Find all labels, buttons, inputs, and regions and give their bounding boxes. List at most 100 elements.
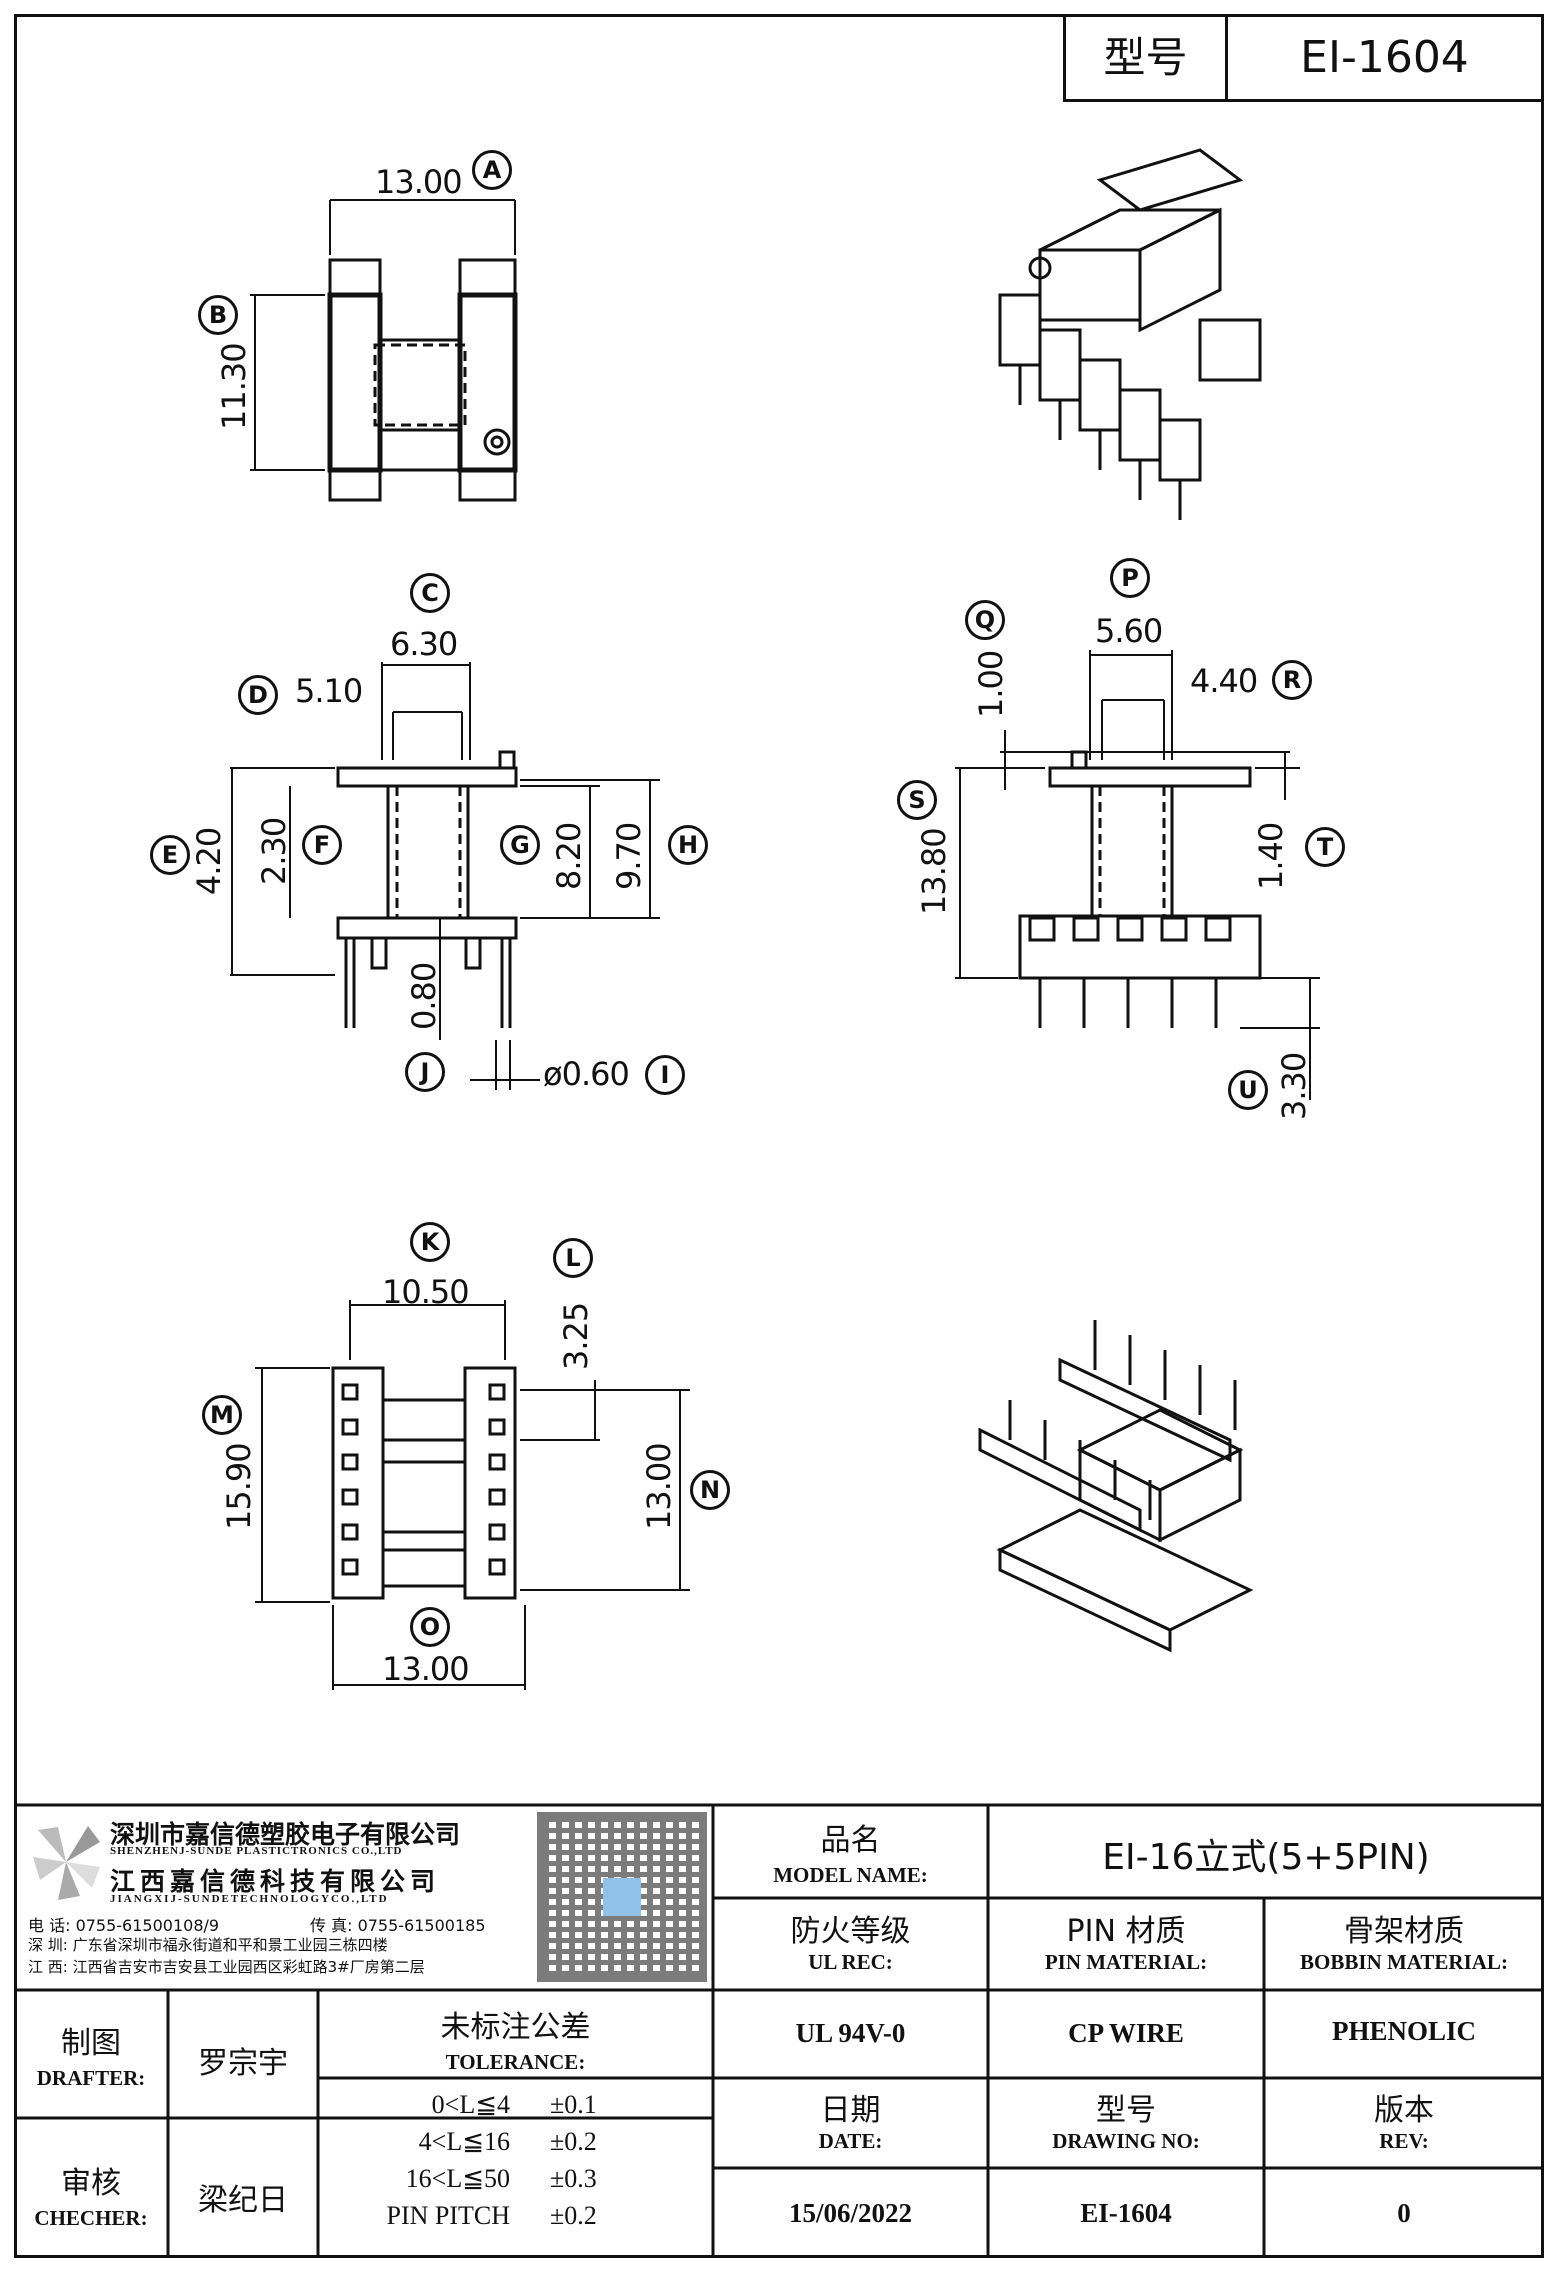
ul-zh: 防火等级 <box>790 1914 911 1949</box>
qr-center-mark <box>603 1878 641 1916</box>
dim-u: 3.30 <box>1275 1052 1313 1120</box>
bobbin-material-en: BOBBIN MATERIAL: <box>1300 1950 1508 1974</box>
dim-f: 2.30 <box>255 817 293 885</box>
drawing-no-value: EI-1604 <box>1080 2198 1172 2228</box>
bobbin-material-label: 骨架材质 BOBBIN MATERIAL: <box>1264 1906 1544 1975</box>
tolerance-table: 0<L≦4 ±0.1 4<L≦16 ±0.2 16<L≦50 ±0.3 PIN … <box>330 2090 700 2238</box>
dim-m: 15.90 <box>220 1443 258 1530</box>
dim-g: 8.20 <box>550 822 588 890</box>
isometric-view-bottom <box>978 1320 1254 1653</box>
tolerance-value: ±0.2 <box>550 2201 597 2230</box>
company-logo <box>28 1822 103 1902</box>
drawing-no-en: DRAWING NO: <box>1052 2129 1200 2153</box>
dim-letter-f: F <box>302 825 342 865</box>
dim-r: 4.40 <box>1190 662 1258 700</box>
dim-letter-c: C <box>410 573 450 613</box>
bottom-view <box>255 1300 690 1690</box>
ul-value: UL 94V-0 <box>795 2018 906 2048</box>
pin-material-en: PIN MATERIAL: <box>1044 1950 1208 1974</box>
dim-letter-n: N <box>690 1470 730 1510</box>
dim-b: 11.30 <box>215 343 253 430</box>
date-zh: 日期 <box>820 2093 881 2128</box>
dim-letter-o: O <box>410 1607 450 1647</box>
ul-en: UL REC: <box>808 1950 893 1974</box>
tolerance-zh: 未标注公差 <box>440 2010 591 2045</box>
dim-letter-a: A <box>472 150 512 190</box>
drawing-no-zh: 型号 <box>1096 2093 1156 2128</box>
dim-j-value: 0.80 <box>405 962 443 1030</box>
isometric-view-top <box>998 148 1262 520</box>
dim-q: 1.00 <box>972 650 1010 718</box>
tolerance-en: TOLERANCE: <box>445 2050 586 2074</box>
tolerance-value: ±0.3 <box>550 2164 597 2193</box>
date-en: DATE: <box>818 2129 883 2153</box>
drawing-no-label: 型号 DRAWING NO: <box>988 2085 1264 2154</box>
dim-letter-g: G <box>500 825 540 865</box>
dim-k: 10.50 <box>382 1273 470 1311</box>
dim-letter-s: S <box>897 780 937 820</box>
company-name-sz-en: SHENZHENJ-SUNDE PLASTICTRONICS CO.,LTD <box>110 1845 403 1857</box>
rev-value: 0 <box>1397 2198 1411 2228</box>
dim-letter-e: E <box>150 835 190 875</box>
company-addr-jx: 江 西: 江西省吉安市吉安县工业园西区彩虹路3#厂房第二层 <box>28 1958 425 1976</box>
dim-letter-k: K <box>410 1222 450 1262</box>
dim-l: 3.25 <box>557 1302 595 1370</box>
header-model-value-cell: EI-1604 <box>1225 14 1544 102</box>
company-fax: 传 真: 0755-61500185 <box>310 1916 486 1935</box>
model-name-label: 品名 MODEL NAME: <box>713 1815 988 1888</box>
dim-letter-q: Q <box>965 600 1005 640</box>
pin-material-zh: PIN 材质 <box>1066 1914 1186 1949</box>
company-tel: 电 话: 0755-61500108/9 <box>28 1916 220 1935</box>
rev-zh: 版本 <box>1374 2093 1434 2128</box>
dim-letter-l: L <box>553 1238 593 1278</box>
drafter-label: 制图 DRAFTER: <box>14 2018 168 2091</box>
dim-letter-u: U <box>1228 1070 1268 1110</box>
tolerance-row: 16<L≦50 ±0.3 <box>330 2164 700 2201</box>
dim-letter-h: H <box>668 825 708 865</box>
drawing-sheet <box>14 14 1544 2258</box>
dim-a: 13.00 <box>375 163 463 201</box>
dim-letter-t: T <box>1305 827 1345 867</box>
header-model-label-cell: 型号 <box>1063 14 1228 102</box>
side-view-right <box>955 650 1320 1100</box>
tolerance-range: PIN PITCH <box>386 2201 510 2230</box>
dim-letter-r: R <box>1272 660 1312 700</box>
dim-d: 5.10 <box>295 672 363 710</box>
dim-p: 5.60 <box>1095 612 1163 650</box>
tolerance-label: 未标注公差 TOLERANCE: <box>318 2002 713 2075</box>
checker-label: 审核 CHECHER: <box>14 2158 168 2231</box>
dim-letter-m: M <box>202 1395 242 1435</box>
dim-letter-i: I <box>645 1055 685 1095</box>
checker-name: 梁纪日 <box>198 2183 288 2218</box>
bobbin-material-value: PHENOLIC <box>1331 2016 1477 2046</box>
model-name-en: MODEL NAME: <box>773 1863 928 1887</box>
dim-letter-j: J <box>405 1052 445 1092</box>
tolerance-row: PIN PITCH ±0.2 <box>330 2201 700 2238</box>
header-model-value: EI-1604 <box>1300 32 1469 83</box>
model-name-value: EI-16立式(5+5PIN) <box>1102 1837 1430 1878</box>
qr-code <box>537 1812 707 1982</box>
rev-label: 版本 REV: <box>1264 2085 1544 2154</box>
company-name-sz: 深圳市嘉信德塑胶电子有限公司 <box>110 1820 461 1849</box>
top-view <box>250 199 518 502</box>
dim-h: 9.70 <box>610 822 648 890</box>
title-block-lines <box>14 1803 1544 2258</box>
checker-zh: 审核 <box>61 2166 121 2201</box>
tolerance-row: 4<L≦16 ±0.2 <box>330 2127 700 2164</box>
company-name-jx: 江西嘉信德科技有限公司 <box>110 1867 441 1896</box>
tolerance-range: 4<L≦16 <box>418 2127 510 2156</box>
drafter-name: 罗宗宇 <box>198 2046 288 2081</box>
bobbin-material-zh: 骨架材质 <box>1344 1914 1464 1949</box>
pin-material-label: PIN 材质 PIN MATERIAL: <box>988 1906 1264 1975</box>
tolerance-range: 16<L≦50 <box>405 2164 510 2193</box>
date-label: 日期 DATE: <box>713 2085 988 2154</box>
checker-en: CHECHER: <box>34 2206 148 2230</box>
dim-s: 13.80 <box>915 828 953 915</box>
dim-o: 13.00 <box>382 1650 470 1688</box>
date-value: 15/06/2022 <box>788 2198 912 2228</box>
rev-en: REV: <box>1379 2129 1429 2153</box>
company-name-jx-en: JIANGXIJ-SUNDETECHNOLOGYCO.,LTD <box>110 1893 389 1905</box>
drafter-zh: 制图 <box>61 2026 121 2061</box>
tolerance-value: ±0.1 <box>550 2090 597 2119</box>
